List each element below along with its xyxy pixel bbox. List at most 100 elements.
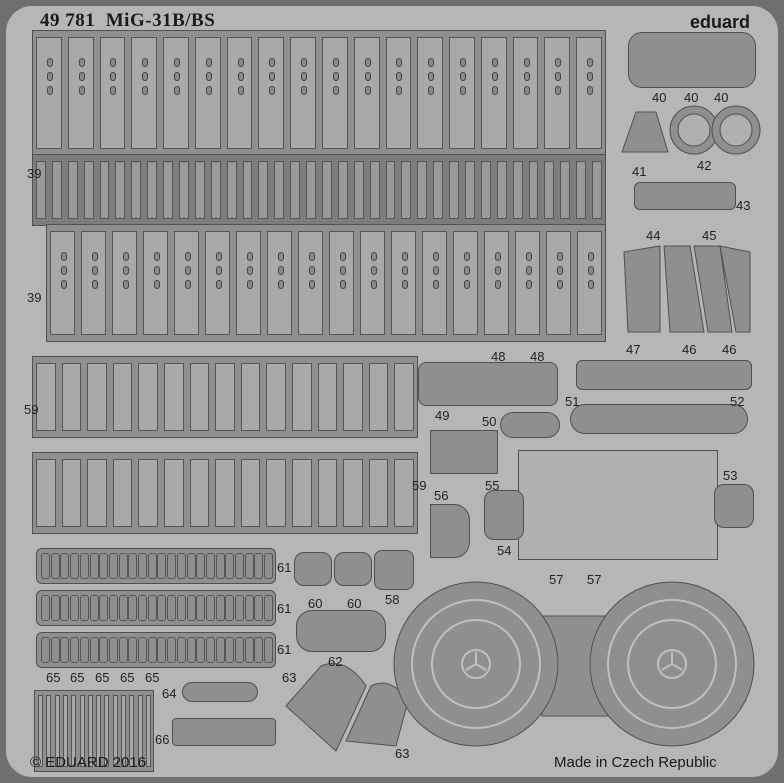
flap-strip xyxy=(131,37,158,149)
part-number-label: 46 xyxy=(682,342,697,357)
hole xyxy=(370,266,377,275)
copyright-text: © EDUARD 2016 xyxy=(30,754,147,771)
part-57-discs xyxy=(393,581,755,747)
part-number-label: 65 xyxy=(46,670,61,685)
part-number-label: 63 xyxy=(282,670,297,685)
tooth xyxy=(89,637,99,663)
hole xyxy=(459,72,466,81)
hole xyxy=(587,86,594,95)
flap-strip xyxy=(210,161,221,219)
tooth xyxy=(70,637,80,663)
part-60-a xyxy=(294,552,332,586)
hole xyxy=(432,280,439,289)
tooth xyxy=(225,637,235,663)
flap-strip xyxy=(544,161,555,219)
flap-strip xyxy=(317,459,338,527)
comb-tine xyxy=(145,695,151,767)
hole xyxy=(491,72,498,81)
part-number-label: 65 xyxy=(145,670,160,685)
hole xyxy=(428,72,435,81)
comb-tine xyxy=(87,695,93,767)
tooth xyxy=(225,595,235,621)
comb-tine xyxy=(79,695,85,767)
hole xyxy=(184,252,191,261)
hole xyxy=(555,58,562,67)
hole xyxy=(428,86,435,95)
part-number-label: 65 xyxy=(70,670,85,685)
hole xyxy=(301,58,308,67)
hole xyxy=(122,252,129,261)
tooth xyxy=(176,595,186,621)
tooth xyxy=(196,553,206,579)
hole xyxy=(269,72,276,81)
hole xyxy=(494,266,501,275)
flap-strip xyxy=(81,231,106,335)
part-61-row-1 xyxy=(36,548,276,584)
hole xyxy=(370,280,377,289)
hole xyxy=(46,72,53,81)
origin-text: Made in Czech Republic xyxy=(554,754,717,771)
flap-strip xyxy=(401,161,412,219)
hole xyxy=(91,280,98,289)
flap-strip xyxy=(292,363,312,431)
hole xyxy=(277,252,284,261)
hole xyxy=(308,252,315,261)
part-number-label: 62 xyxy=(328,654,343,669)
part-51-52 xyxy=(570,404,748,434)
part-number-label: 63 xyxy=(395,746,410,761)
tooth xyxy=(41,595,50,621)
tooth xyxy=(235,595,244,621)
tooth xyxy=(196,595,206,621)
hole xyxy=(587,72,594,81)
tooth xyxy=(205,553,215,579)
hole xyxy=(153,252,160,261)
comb-tine xyxy=(129,695,135,767)
flap-strip xyxy=(138,363,158,431)
hole xyxy=(523,86,530,95)
flap-strip xyxy=(496,161,507,219)
part-number-label: 52 xyxy=(730,394,745,409)
hole xyxy=(332,86,339,95)
part-number-label: 51 xyxy=(565,394,580,409)
part-39-upper-block xyxy=(32,30,606,158)
hole xyxy=(110,58,117,67)
hole xyxy=(110,72,117,81)
part-53 xyxy=(714,484,754,528)
flap-strip xyxy=(480,161,491,219)
part-39-lower-block xyxy=(46,224,606,342)
part-54 xyxy=(484,490,524,540)
tooth xyxy=(89,553,99,579)
hole xyxy=(494,280,501,289)
hole xyxy=(78,58,85,67)
hole xyxy=(237,86,244,95)
hole xyxy=(60,252,67,261)
part-62 xyxy=(296,610,386,652)
tooth xyxy=(99,553,109,579)
flap-strip xyxy=(205,231,230,335)
flap-strip xyxy=(453,231,478,335)
tooth xyxy=(167,595,177,621)
flap-strip xyxy=(560,161,571,219)
tooth xyxy=(235,553,244,579)
flap-strip xyxy=(292,459,312,527)
hole xyxy=(184,266,191,275)
hole xyxy=(432,252,439,261)
flap-strip xyxy=(61,363,82,431)
hole xyxy=(396,58,403,67)
part-64 xyxy=(182,682,258,702)
hole xyxy=(277,280,284,289)
flap-strip xyxy=(290,161,301,219)
part-number-label: 65 xyxy=(95,670,110,685)
hole xyxy=(269,86,276,95)
hole xyxy=(60,266,67,275)
hole xyxy=(153,266,160,275)
flap-strip xyxy=(240,363,261,431)
tooth xyxy=(118,595,128,621)
part-number-label: 56 xyxy=(434,488,449,503)
comb-tine xyxy=(137,695,143,767)
flap-strip xyxy=(164,459,184,527)
part-number-label: 46 xyxy=(722,342,737,357)
tooth xyxy=(108,553,118,579)
tooth xyxy=(50,553,60,579)
hole xyxy=(401,266,408,275)
